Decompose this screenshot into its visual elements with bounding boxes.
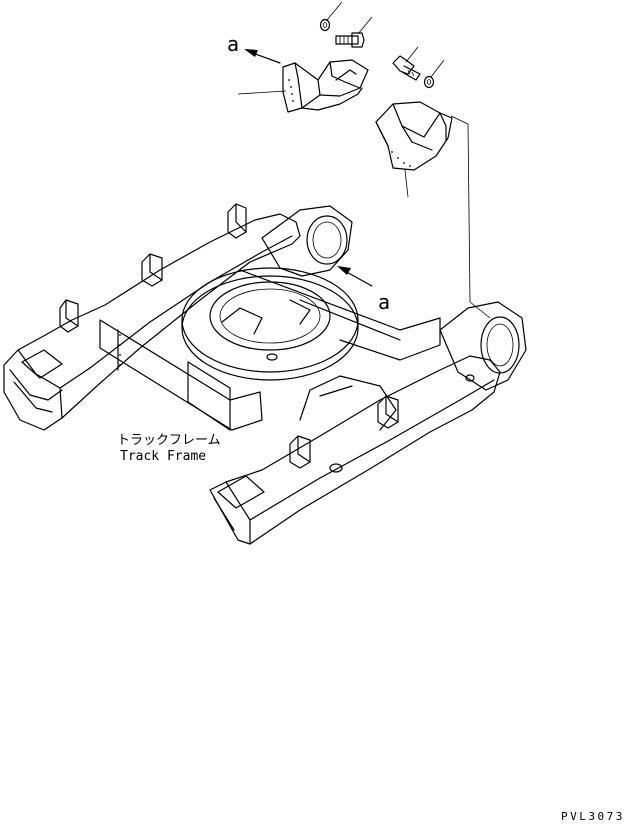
- view-arrow-top: [244, 49, 281, 64]
- bolt-left: [335, 16, 373, 48]
- guard-bracket-right: [375, 101, 453, 198]
- guard-bracket-left: [237, 59, 369, 113]
- track-frame: [3, 203, 527, 545]
- arrow-letter-right: a: [378, 290, 390, 314]
- frame-label-jp: トラックフレーム: [117, 433, 221, 448]
- arrow-letter-top: a: [227, 32, 239, 56]
- view-arrow-right: [337, 266, 373, 287]
- drawing-code: PVL3073: [561, 810, 625, 823]
- washer-right: [423, 59, 445, 89]
- washer-left: [319, 1, 343, 32]
- bolt-right: [392, 46, 421, 81]
- frame-label-en: Track Frame: [120, 449, 206, 464]
- assembly-leader-right: [450, 115, 491, 319]
